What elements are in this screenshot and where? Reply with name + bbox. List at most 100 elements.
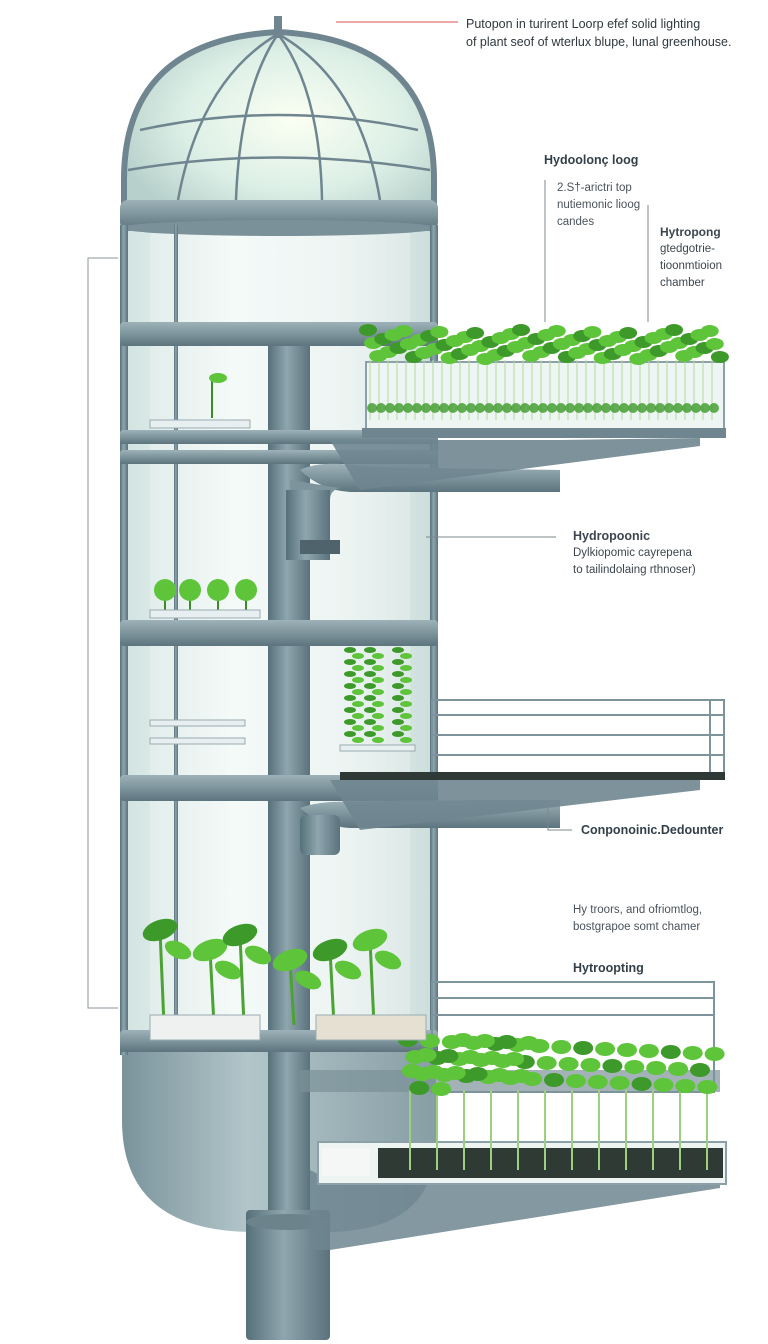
seedling-leaf [558,1057,579,1071]
hanging-vine-leaf [344,683,356,689]
seedling-leaf [602,1059,623,1073]
hanging-vine-leaf [344,671,356,677]
seedling-leaf [609,1076,630,1090]
hanging-vine-leaf [364,659,376,665]
label-hydroponic-mid-heading: Hydropoonic [573,529,651,543]
seedling-leaf [423,1065,444,1079]
seedling-leaf [482,1051,503,1065]
label-nutrient-loop-line-1: 2.S†-arictri top [557,182,632,194]
seedling-leaf [690,1063,710,1077]
large-leaf-plant [312,938,348,962]
label-hytroors-line-2: bostgrapoe somt chamer [573,921,701,933]
lettuce-leaf [705,338,724,350]
seedling-leaf [587,1075,608,1089]
dome-ribs [127,32,431,201]
diagram-title: Putopon in turirent Loorp efef solid lig… [466,15,766,51]
seedling-leaf [660,1045,681,1059]
seedling-leaf [431,1082,452,1096]
tray-bottom-seedlings [317,981,727,1185]
potted-plant [154,579,176,601]
label-nutrient-loop-line-2: nutiemonic lioog [557,199,641,211]
seedling-leaf [467,1067,488,1081]
lettuce-leaf [700,325,719,337]
hanging-vine-leaf [344,659,356,665]
seedling-leaf [511,1069,532,1083]
label-hydroponic-mid: Hydropoonic Dylkiopomic cayrepena to tai… [573,528,696,579]
seedling-leaf [682,1046,703,1060]
label-hydroponic-chamber-line-3: chamber [660,277,705,289]
lettuce-leaf [466,327,485,339]
hanging-vine-leaf [364,731,376,737]
hanging-vine-leaf [364,695,376,701]
seedling-leaf [573,1041,594,1055]
seedling-leaf [580,1058,601,1072]
seedling-leaf [416,1048,437,1062]
hanging-vine-leaf [392,647,404,653]
callout-lines [336,21,649,831]
seedling-leaf [401,1064,422,1078]
seedling-leaf [536,1056,557,1070]
seedling-leaf [697,1080,718,1094]
potted-plant [179,579,201,601]
seedling-leaf [474,1034,495,1048]
hanging-vine-leaf [364,707,376,713]
label-component-declaunter: Conponoinic.Dedounter [581,823,724,837]
left-bracket-line [87,257,118,1009]
label-hydroponic-chamber-line-1: gtedgotrie- [660,243,715,255]
seedling-leaf [624,1060,645,1074]
lettuce-leaf [512,324,530,336]
seedling-leaf [646,1061,667,1075]
title-line-1: Putopon in turirent Loorp efef solid lig… [466,17,701,31]
glass-dome [121,28,437,231]
hanging-vine-leaf [364,683,376,689]
lettuce-leaf [665,324,683,336]
title-line-2: of plant seof of wterlux blupe, lunal gr… [466,35,732,49]
tray-top-lettuce [359,324,729,438]
large-leaf-plant [192,938,228,962]
potted-plant [207,579,229,601]
label-hydroponic-chamber: Hytropong gtedgotrie- tioonmtioion chamb… [660,224,722,292]
hanging-vine-leaf [344,719,356,725]
potted-plant [235,579,257,601]
hanging-vine-leaf [392,695,404,701]
seedling-leaf [496,1035,517,1049]
lettuce-leaf [583,326,602,338]
hanging-vine-leaf [364,719,376,725]
dome-spire [274,16,282,38]
label-nutrient-loop-line-3: candes [557,216,595,228]
large-leaf-plant [272,948,308,972]
seedling-leaf [638,1044,659,1058]
seedling-leaf [460,1050,481,1064]
hanging-vine-leaf [392,731,404,737]
seedling-leaf [489,1068,510,1082]
seedling-leaf [675,1079,696,1093]
hanging-vine-leaf [392,719,404,725]
seedling-leaf [551,1040,572,1054]
seedling-leaf [445,1066,466,1080]
interior-plants [142,373,412,1026]
hanging-vine-leaf [344,647,356,653]
label-hydroponic-mid-line-2: to tailindolaing rthnoser) [573,564,696,576]
seedling-leaf [453,1033,473,1047]
seedling-leaf [409,1081,430,1095]
lettuce-leaf [710,351,729,363]
label-top-loop-heading: Hydoolonç loog [544,153,639,167]
label-hytroors: Hy troors, and ofriomtlog, bostgrapoe so… [573,902,702,936]
seedling-leaf [617,1043,637,1057]
seedling-leaf [544,1073,564,1087]
label-hydroopting: Hytroopting [573,961,644,975]
seedling-leaf [518,1036,539,1050]
small-sprout [209,373,227,383]
lettuce-leaf [619,327,638,339]
interior-shelves [149,419,427,1041]
hanging-vine-leaf [392,707,404,713]
seedling-leaf [704,1047,725,1061]
seedling-leaf [438,1049,459,1063]
tray-braces [310,438,720,1250]
lettuce-leaf [547,325,566,337]
seedling-leaf [653,1078,674,1092]
hanging-vine-leaf [344,695,356,701]
central-column [268,330,310,1300]
hanging-vine-leaf [392,683,404,689]
